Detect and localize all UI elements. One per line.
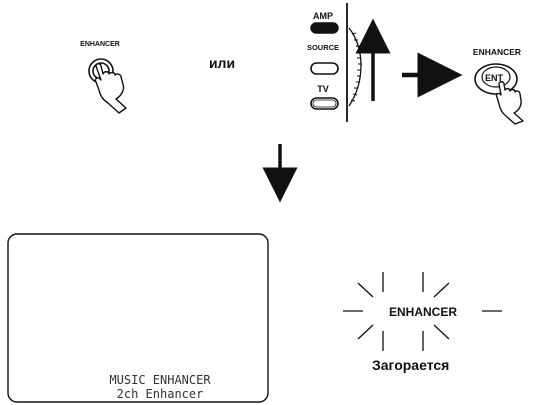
enhancer-button-press: ENHANCER — [80, 41, 126, 113]
ent-button-press: ENHANCER ENT — [473, 47, 523, 124]
display-line-2: 2ch Enhancer — [117, 387, 204, 401]
indicator-status-text: Загорается — [372, 357, 449, 373]
enhancer-button-label: ENHANCER — [80, 41, 120, 48]
tv-label: TV — [317, 84, 329, 94]
source-button[interactable] — [311, 63, 338, 74]
or-text: или — [209, 55, 235, 71]
amp-label: AMP — [313, 11, 333, 21]
display-line-1: MUSIC ENHANCER — [109, 373, 211, 387]
remote-selector: AMP SOURCE TV — [307, 3, 373, 122]
source-label: SOURCE — [307, 43, 339, 52]
enhancer-ent-label: ENHANCER — [473, 47, 521, 57]
enhancer-indicator-label: ENHANCER — [389, 305, 457, 319]
amp-button[interactable] — [311, 23, 338, 33]
